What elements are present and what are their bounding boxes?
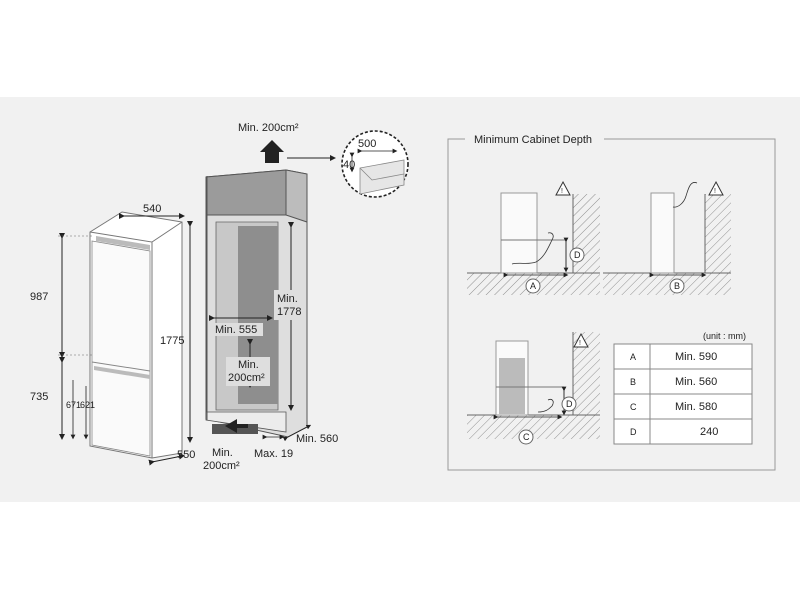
lower-height-label: 735: [30, 391, 48, 403]
row-key: C: [630, 402, 637, 412]
table-row: C Min. 580: [630, 401, 717, 413]
total-height-label: 1775: [160, 335, 184, 347]
cabinet-width-label: Min. 555: [215, 324, 257, 336]
detail-circle: 500 40: [341, 130, 409, 198]
svg-text:!: !: [579, 340, 581, 347]
bottom-vent-arrow-icon: [225, 419, 248, 433]
row-value: Min. 560: [675, 376, 717, 388]
row-value: Min. 580: [675, 401, 717, 413]
fridge-diagram: 540 987 735 671 621 1775: [30, 203, 195, 466]
unit-label: (unit : mm): [703, 331, 746, 341]
marker-a: A: [530, 281, 536, 291]
height-671-label: 671: [66, 400, 81, 410]
row-key: B: [630, 377, 636, 387]
detail-500-label: 500: [358, 138, 376, 150]
cabinet-height-value-label: 1778: [277, 306, 301, 318]
cabinet-diagram: Min. 200cm² Min. 555 Min. 1778 M: [203, 122, 409, 472]
top-vent-label: Min. 200cm²: [238, 122, 299, 134]
marker-d-bottom: D: [566, 399, 573, 409]
fridge-body: [89, 211, 183, 459]
table-row: A Min. 590: [630, 351, 717, 363]
row-key: A: [630, 352, 636, 362]
depth-dimension: 550: [148, 449, 195, 466]
lower-height-dimension: 735: [30, 357, 65, 440]
upper-height-label: 987: [30, 291, 48, 303]
depth-max-label: Max. 19: [254, 448, 293, 460]
mid-vent-label-2: 200cm²: [228, 372, 265, 384]
upper-height-dimension: 987: [30, 233, 92, 358]
top-vent-arrow-icon: [260, 140, 284, 163]
panel-title: Minimum Cabinet Depth: [474, 134, 592, 146]
depth-label: 550: [177, 449, 195, 461]
detail-40-label: 40: [343, 159, 355, 171]
sub-height-dimensions: 671 621: [66, 380, 95, 440]
svg-text:!: !: [714, 188, 716, 195]
height-621-label: 621: [80, 400, 95, 410]
scene-b: ! B: [603, 180, 731, 295]
cabinet-height-min-label: Min.: [277, 293, 298, 305]
cabinet-depth-panel: Minimum Cabinet Depth ! A D: [447, 134, 776, 471]
row-value: Min. 590: [675, 351, 717, 363]
row-value: 240: [700, 426, 718, 438]
marker-c: C: [523, 432, 530, 442]
width-label: 540: [143, 203, 161, 215]
row-key: D: [630, 427, 637, 437]
marker-b: B: [674, 281, 680, 291]
table-row: D 240: [630, 426, 718, 438]
bottom-vent-label-1: Min.: [212, 447, 233, 459]
bottom-vent-label-2: 200cm²: [203, 460, 240, 472]
total-height-dimension: 1775: [160, 221, 193, 443]
scene-c: ! C D: [467, 332, 600, 445]
depth-table: (unit : mm) A Min. 590 B Min. 560 C Min.…: [613, 331, 753, 445]
width-dimension: 540: [119, 203, 185, 219]
svg-text:!: !: [561, 188, 563, 195]
marker-d-top: D: [574, 250, 581, 260]
depth-min-label: Min. 560: [296, 433, 338, 445]
mid-vent-label-1: Min.: [238, 359, 259, 371]
scene-a: ! A D: [467, 180, 600, 295]
table-row: B Min. 560: [630, 376, 717, 388]
